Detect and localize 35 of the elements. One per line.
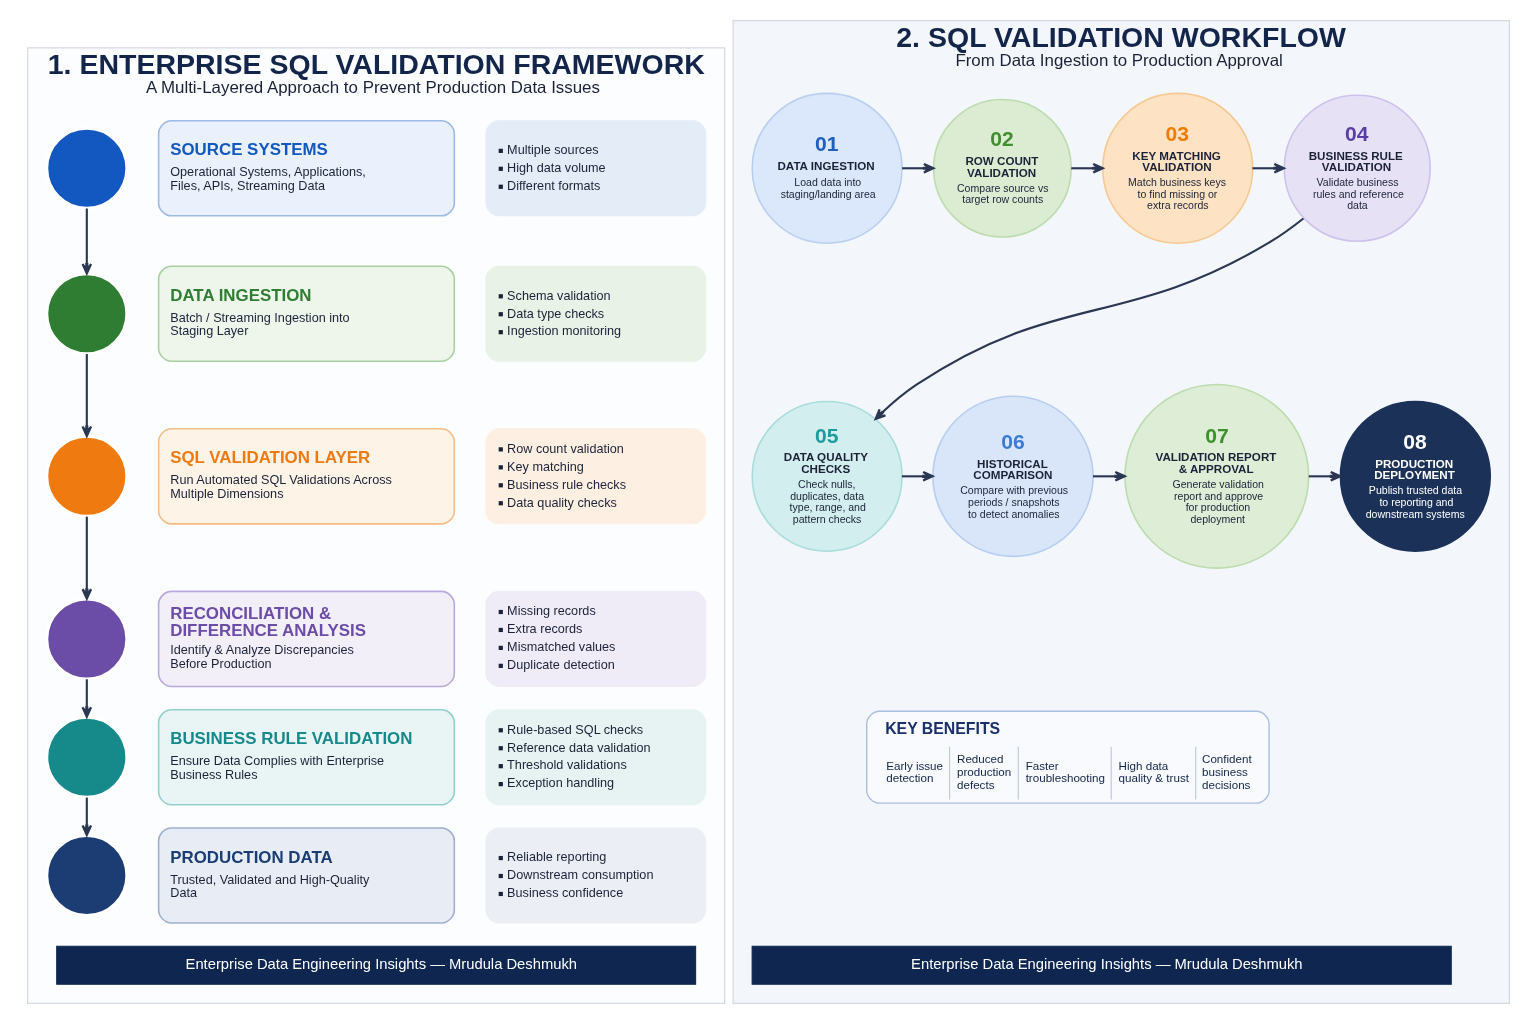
node-box: PRODUCTION DATA Trusted, Validated and High-Quality Data <box>157 827 455 924</box>
node-box: SOURCE SYSTEMS Operational Systems, Applications, Files, APIs, Streaming Data <box>157 119 455 217</box>
arrow <box>1251 162 1285 174</box>
node-box: DATA INGESTION Batch / Streaming Ingestion into Staging Layer <box>157 265 455 363</box>
node-circle: 05 DATA QUALITY CHECKS Check nulls, duplicates, data type, range, and pattern checks <box>750 400 903 552</box>
node-circle: 04 BUSINESS RULE VALIDATION Validate business rules and reference data <box>1283 94 1431 243</box>
arrow <box>1092 471 1126 482</box>
node-circle: 03 KEY MATCHING VALIDATION Match business keys to find missing or extra records <box>1101 92 1253 244</box>
node-box: Enterprise Data Engineering Insights — Mrudula Deshmukh <box>751 945 1452 985</box>
arrow <box>81 679 92 718</box>
node-circle: 07 VALIDATION REPORT & APPROVAL Generate validation report and approve for production deployment <box>1123 383 1309 569</box>
node-box: BUSINESS RULE VALIDATION Ensure Data Complies with Enterprise Business Rules <box>157 708 455 806</box>
arrow <box>81 208 92 275</box>
node-box: Enterprise Data Engineering Insights — Mrudula Deshmukh <box>55 945 696 985</box>
node-box: Schema validation Data type checks Ingestion monitoring <box>484 265 706 362</box>
node-box: Missing records Extra records Mismatched values Duplicate detection <box>484 590 706 687</box>
arrow <box>81 354 92 438</box>
node-box: RECONCILIATION & DIFFERENCE ANALYSIS Identify & Analyze Discrepancies Before Production <box>157 590 455 688</box>
node-box: Multiple sources High data volume Different formats <box>484 120 706 217</box>
arrow <box>874 217 1304 421</box>
arrow <box>81 516 92 600</box>
arrow <box>901 471 934 482</box>
node-circle: 08 PRODUCTION DEPLOYMENT Publish trusted data to reporting and downstream systems <box>1339 400 1491 552</box>
arrow <box>81 797 92 837</box>
arrow <box>1308 471 1341 482</box>
node-box: Rule-based SQL checks Reference data validation Threshold validations Exception handling <box>484 709 706 806</box>
node-circle: 01 DATA INGESTION Load data into staging/landing area <box>750 92 903 244</box>
arrow <box>1070 162 1104 174</box>
node-circle: 06 HISTORICAL COMPARISON Compare with previous periods / snapshots to detect anomalies <box>931 395 1094 558</box>
node-circle: 02 ROW COUNT VALIDATION Compare source vs target row counts <box>932 98 1072 238</box>
node-box: KEY BENEFITS Early issue detection Reduced production defects Faster troubleshooting High data quality & trust Confident business decisions <box>865 710 1270 804</box>
arrow <box>901 162 934 174</box>
node-box: SQL VALIDATION LAYER Run Automated SQL Validations Across Multiple Dimensions <box>157 428 455 525</box>
node-box: Reliable reporting Downstream consumption Business confidence <box>484 827 706 924</box>
node-box: Row count validation Key matching Business rule checks Data quality checks <box>484 428 706 525</box>
